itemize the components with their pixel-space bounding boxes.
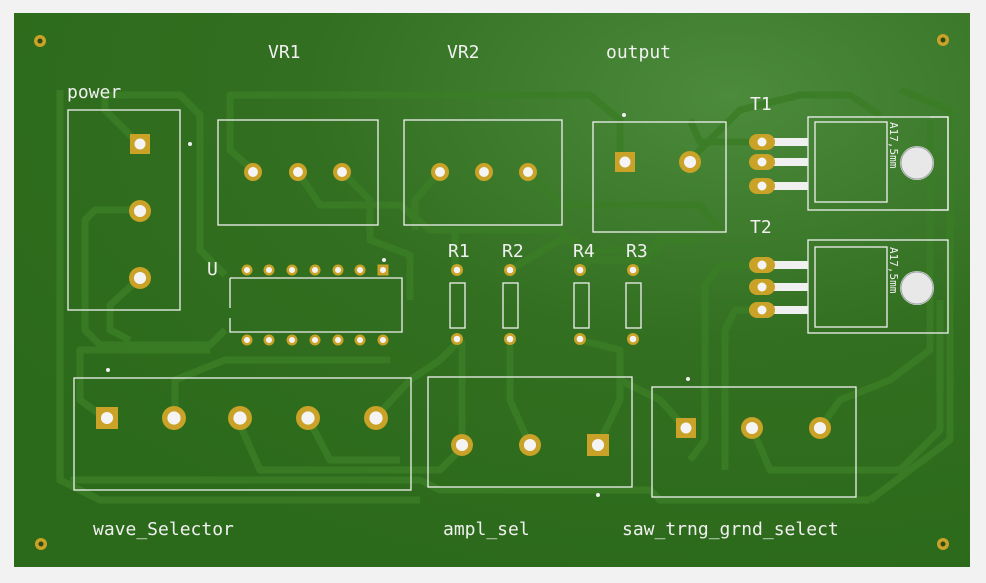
saw-select-outline (651, 386, 857, 498)
silkscreen-outlines (67, 109, 949, 498)
heatsink-holes (900, 146, 934, 305)
board-substrate (14, 13, 970, 567)
resistor-r3-outline (625, 282, 642, 329)
label-t2: T2 (750, 217, 772, 238)
t2-heatsink-hole (900, 271, 934, 305)
label-power: power (67, 82, 121, 103)
transistor-leads (772, 138, 808, 314)
label-saw-select: saw_trng_grnd_select (622, 519, 839, 540)
resistor-r2-outline (502, 282, 519, 329)
label-r2: R2 (502, 241, 524, 262)
label-r4: R4 (573, 241, 595, 262)
wave-selector-outline (73, 377, 412, 491)
label-heatsink-1: A17,5mm (887, 122, 900, 169)
resistor-r4-outline (573, 282, 590, 329)
silkscreen-labels: power VR1 VR2 output T1 T2 U R1 R2 R4 R3… (67, 42, 900, 540)
mounting-holes (34, 34, 949, 550)
vr2-outline (403, 119, 563, 226)
pads (96, 134, 831, 456)
label-heatsink-2: A17,5mm (887, 247, 900, 294)
label-ampl-sel: ampl_sel (443, 519, 530, 540)
vr1-outline (217, 119, 379, 226)
label-output: output (606, 42, 671, 63)
label-vr2: VR2 (447, 42, 480, 63)
label-vr1: VR1 (268, 42, 301, 63)
t1-heatsink-hole (900, 146, 934, 180)
ic-u-outline (229, 277, 403, 333)
power-connector-outline (67, 109, 181, 311)
label-r1: R1 (448, 241, 470, 262)
label-u: U (207, 259, 218, 280)
resistor-r1-outline (449, 282, 466, 329)
pin1-markers (106, 113, 690, 497)
ampl-sel-outline (427, 376, 633, 488)
output-connector-outline (592, 121, 727, 233)
label-t1: T1 (750, 94, 772, 115)
label-wave-selector: wave_Selector (93, 519, 234, 540)
label-r3: R3 (626, 241, 648, 262)
